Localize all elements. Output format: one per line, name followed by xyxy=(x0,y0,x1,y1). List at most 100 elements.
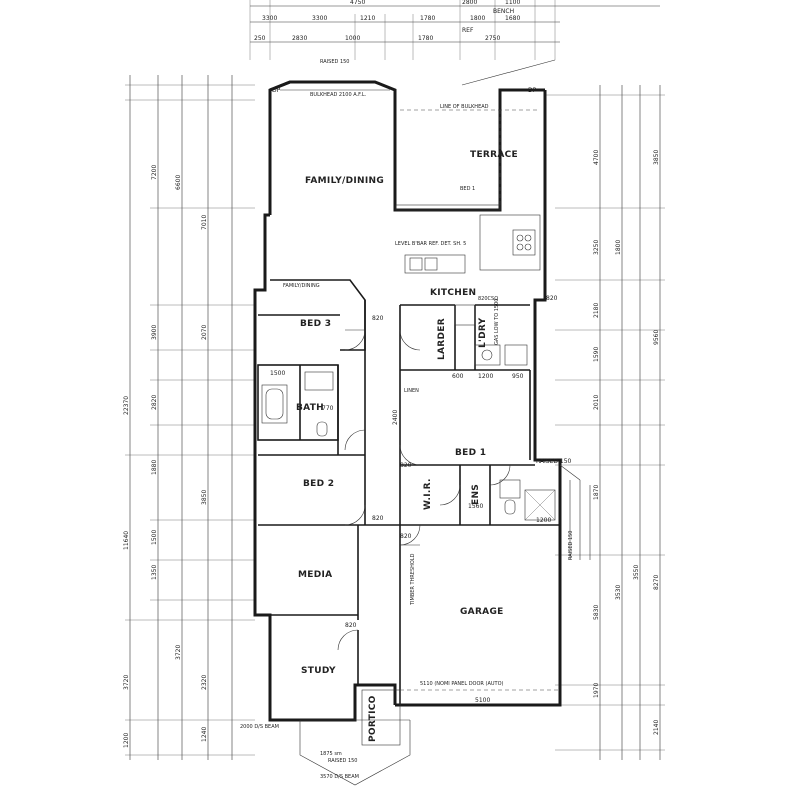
line-of-bulkhead-note: LINE OF BULKHEAD xyxy=(440,104,489,110)
room-bath: BATH xyxy=(296,403,324,413)
left-dim-h: 1880 xyxy=(151,460,158,475)
bath-dim: 770 xyxy=(322,405,334,412)
right-dim-a: 4700 xyxy=(593,150,600,165)
room-family-dining: FAMILY/DINING xyxy=(305,176,384,186)
right-dim-m: 9560 xyxy=(653,330,660,345)
right-dim-k: 3550 xyxy=(633,565,640,580)
room-ldry: L'DRY xyxy=(478,317,488,348)
room-terrace: TERRACE xyxy=(470,150,518,160)
top-bench-label: BENCH xyxy=(493,8,514,15)
room-study: STUDY xyxy=(301,666,336,676)
right-dim-c: 2180 xyxy=(593,303,600,318)
right-dim-j: 3530 xyxy=(615,585,622,600)
portico-raised: RAISED 150 xyxy=(328,758,357,764)
left-dim-c: 3720 xyxy=(123,675,130,690)
portico-outline xyxy=(299,689,411,786)
left-dim-g: 2820 xyxy=(151,395,158,410)
room-larder: LARDER xyxy=(437,318,447,360)
door-820-b: 820 xyxy=(400,533,412,540)
wir-dim: 1560 xyxy=(468,503,483,510)
ds-beam-label: 2000 D/S BEAM xyxy=(240,724,279,730)
right-dimension-lines: 4700 3250 2180 1590 2010 1870 5830 1970 … xyxy=(545,85,665,760)
kitchen-fixtures xyxy=(404,214,541,366)
door-820-a: 820 xyxy=(400,462,412,469)
right-dim-b: 3250 xyxy=(593,240,600,255)
top-dim-6: 1210 xyxy=(360,15,375,22)
raised-150-top: RAISED 150 xyxy=(320,59,349,65)
room-wir: W.I.R. xyxy=(423,478,433,510)
raised-bed1: RAISED 150 xyxy=(536,458,572,465)
top-dim-2: 2800 xyxy=(462,0,477,6)
kitchen-bench-note: LEVEL B'BAR REF. DET. SH. 5 xyxy=(395,241,466,247)
top-dim-3: 1100 xyxy=(505,0,520,6)
room-media: MEDIA xyxy=(298,570,332,580)
left-dim-l: 3720 xyxy=(175,645,182,660)
bulkhead-note: BULKHEAD 2100 A.F.L. xyxy=(310,92,367,98)
top-dim-14: 250 xyxy=(254,35,266,42)
room-bed3: BED 3 xyxy=(300,319,331,329)
left-dim-p: 2320 xyxy=(201,675,208,690)
left-dim-total: 22370 xyxy=(123,396,130,415)
top-dim-11: 1000 xyxy=(345,35,360,42)
dim-600: 600 xyxy=(452,373,464,380)
right-dim-i: 1800 xyxy=(615,240,622,255)
right-dim-f: 1870 xyxy=(593,485,600,500)
door-820-c: 820 xyxy=(372,515,384,522)
left-dim-i: 1500 xyxy=(151,530,158,545)
terrace-outline xyxy=(395,109,540,211)
bath-fixtures xyxy=(261,371,556,521)
door-swings xyxy=(337,329,511,651)
left-dim-o: 3850 xyxy=(201,490,208,505)
dp-top-right: DP xyxy=(528,87,537,94)
interior-walls xyxy=(257,279,560,705)
corridor-dim: 2400 xyxy=(392,410,399,425)
right-dim-g: 5830 xyxy=(593,605,600,620)
timber-threshold-note: TIMBER THRESHOLD xyxy=(410,553,416,606)
raised-garage-note: RAISED 150 xyxy=(568,531,574,560)
left-dimension-lines: 22370 11640 3720 1200 7200 3900 2820 188… xyxy=(123,75,255,760)
annotations: RAISED 150 BULKHEAD 2100 A.F.L. LINE OF … xyxy=(270,59,574,629)
ens-dim: 1200 xyxy=(536,517,551,524)
top-dim-7: 1780 xyxy=(420,15,435,22)
room-family-dining-small: FAMILY/DINING xyxy=(283,283,320,289)
room-kitchen: KITCHEN xyxy=(430,288,476,298)
bed1-note: BED 1 xyxy=(460,186,475,192)
right-dim-n: 8270 xyxy=(653,575,660,590)
door-820-d: 820 xyxy=(372,315,384,322)
left-dim-f: 3900 xyxy=(151,325,158,340)
garage-width: 5100 xyxy=(475,697,490,704)
room-garage: GARAGE xyxy=(460,607,504,617)
dim-1200: 1200 xyxy=(478,373,493,380)
left-dim-j: 1350 xyxy=(151,565,158,580)
top-dimension-lines: 4750 2800 1100 3300 3300 1210 1780 1800 … xyxy=(249,0,660,86)
linen-note: LINEN xyxy=(404,388,419,394)
top-dim-4: 3300 xyxy=(262,15,277,22)
room-labels: FAMILY/DINING TERRACE KITCHEN FAMILY/DIN… xyxy=(283,150,518,742)
door-820-e: 820 xyxy=(345,622,357,629)
bath-dim-1500: 1500 xyxy=(270,370,285,377)
top-dim-1: 4750 xyxy=(350,0,365,6)
right-dim-l: 3850 xyxy=(653,150,660,165)
bottom-labels: 5110 (NOMI PANEL DOOR (AUTO) 5100 RAISED… xyxy=(240,681,504,780)
dp-top-left: DP xyxy=(272,87,281,94)
top-ref-label: REF xyxy=(462,27,474,34)
room-bed1: BED 1 xyxy=(455,448,486,458)
top-dim-5: 3300 xyxy=(312,15,327,22)
right-dim-o: 2140 xyxy=(653,720,660,735)
top-dim-12: 1780 xyxy=(418,35,433,42)
portico-width: 1875 sm xyxy=(320,751,342,757)
right-dim-h: 1970 xyxy=(593,683,600,698)
left-dim-k: 6600 xyxy=(175,175,182,190)
garage-door xyxy=(400,464,591,706)
left-dim-b: 11640 xyxy=(123,531,130,550)
room-portico: PORTICO xyxy=(368,695,378,742)
left-dim-d: 1200 xyxy=(123,733,130,748)
top-dim-10: 2830 xyxy=(292,35,307,42)
dim-820-kitchen: 820 xyxy=(546,295,558,302)
dim-950: 950 xyxy=(512,373,524,380)
room-bed2: BED 2 xyxy=(303,479,334,489)
right-dim-d: 1590 xyxy=(593,347,600,362)
beam-label: 3570 D/S BEAM xyxy=(320,774,359,780)
left-dim-q: 1240 xyxy=(201,727,208,742)
